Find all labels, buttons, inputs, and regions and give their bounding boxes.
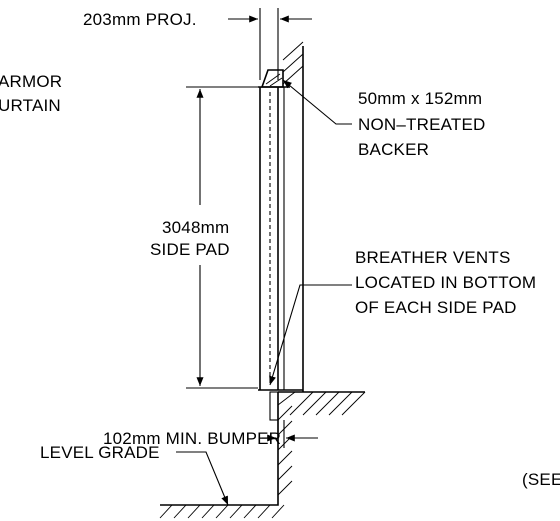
- backer: [260, 69, 284, 88]
- dock-foundation: [159, 391, 366, 519]
- vents-label-line3: OF EACH SIDE PAD: [355, 298, 517, 317]
- level-grade-leader: [176, 451, 229, 506]
- vents-leader: [269, 284, 352, 386]
- side-pad-label-line1: 3048mm: [162, 218, 229, 237]
- side-pad: [258, 86, 303, 391]
- bumper-dimension: [262, 420, 318, 448]
- bumper: [269, 391, 279, 421]
- projection-dimension: [228, 8, 312, 80]
- side-pad-height-dimension: [186, 86, 258, 389]
- backer-leader: [282, 79, 352, 125]
- projection-label: 203mm PROJ.: [83, 10, 197, 29]
- vents-label-line1: BREATHER VENTS: [355, 248, 511, 267]
- see-note: (SEE: [522, 470, 560, 489]
- armor-label-line2: URTAIN: [0, 96, 61, 115]
- backer-label-line3: BACKER: [358, 140, 429, 159]
- backer-label-line2: NON–TREATED: [358, 115, 486, 134]
- bumper-label: 102mm MIN. BUMPER: [103, 429, 281, 448]
- backer-label-line1: 50mm x 152mm: [358, 89, 482, 108]
- vents-label-line2: LOCATED IN BOTTOM: [355, 273, 536, 292]
- armor-label-line1: ARMOR: [0, 72, 62, 91]
- level-grade-label: LEVEL GRADE: [40, 443, 160, 462]
- side-pad-label-line2: SIDE PAD: [150, 240, 230, 259]
